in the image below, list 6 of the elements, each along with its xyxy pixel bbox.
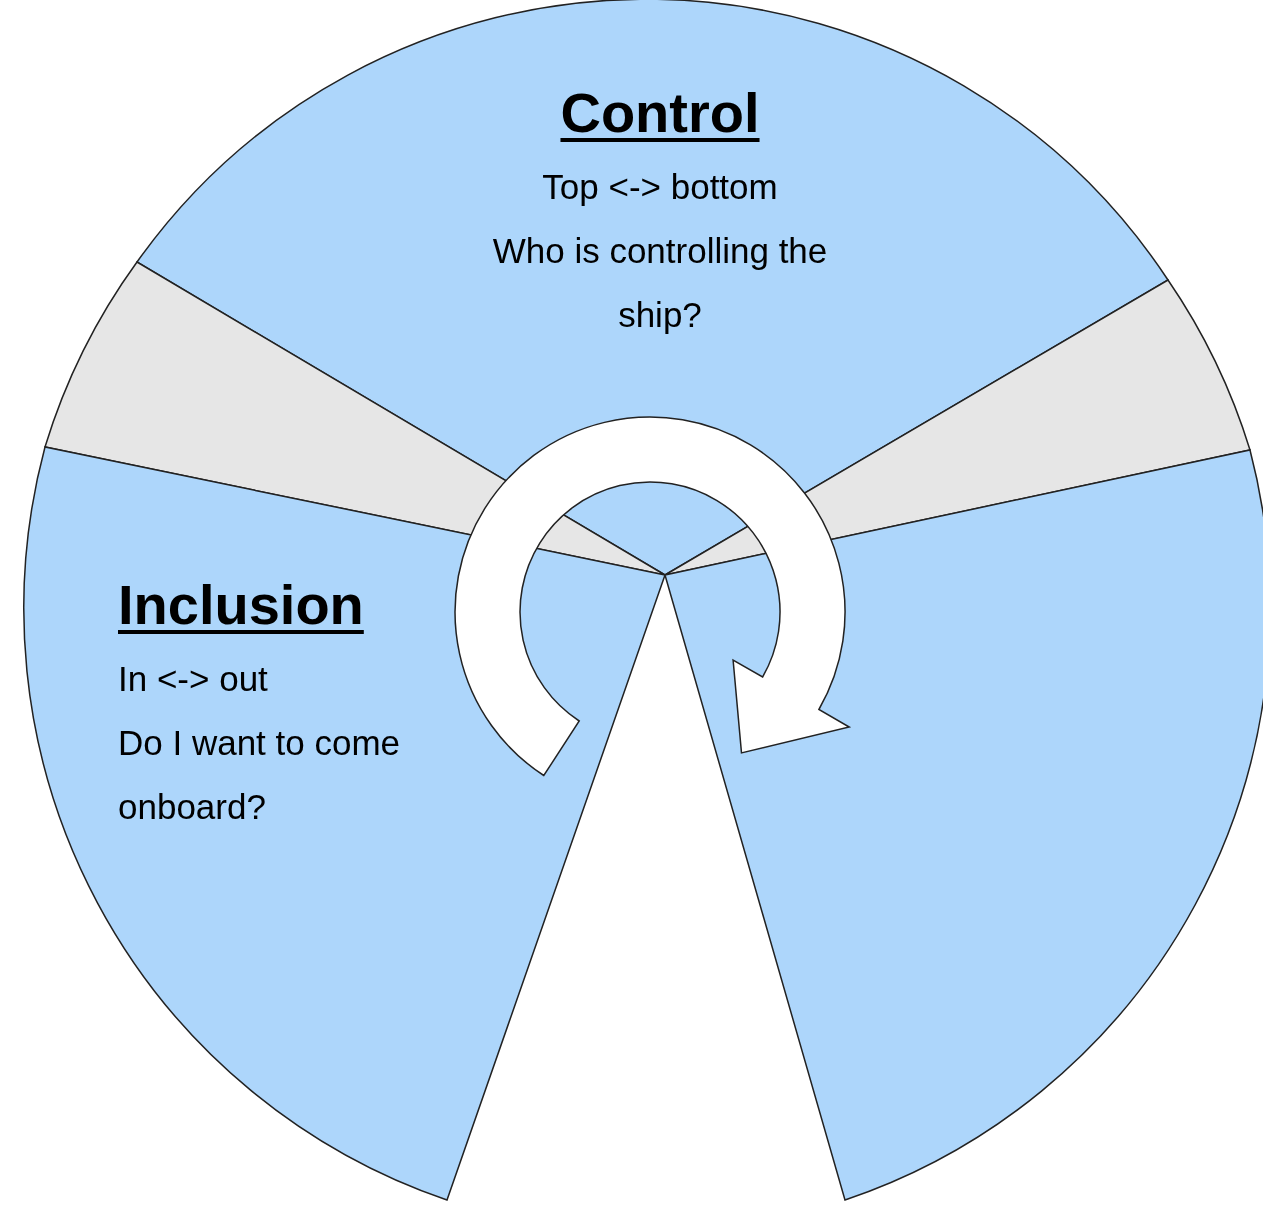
section-text: In <-> out <box>118 658 269 700</box>
section-text: Top <-> bottom <box>541 166 779 208</box>
section-text: Who is controlling the ship? <box>491 230 829 336</box>
section-text: Do I want to come onboard? <box>118 722 402 828</box>
section-heading: Inclusion <box>118 572 364 637</box>
section-heading: Control <box>560 80 760 145</box>
